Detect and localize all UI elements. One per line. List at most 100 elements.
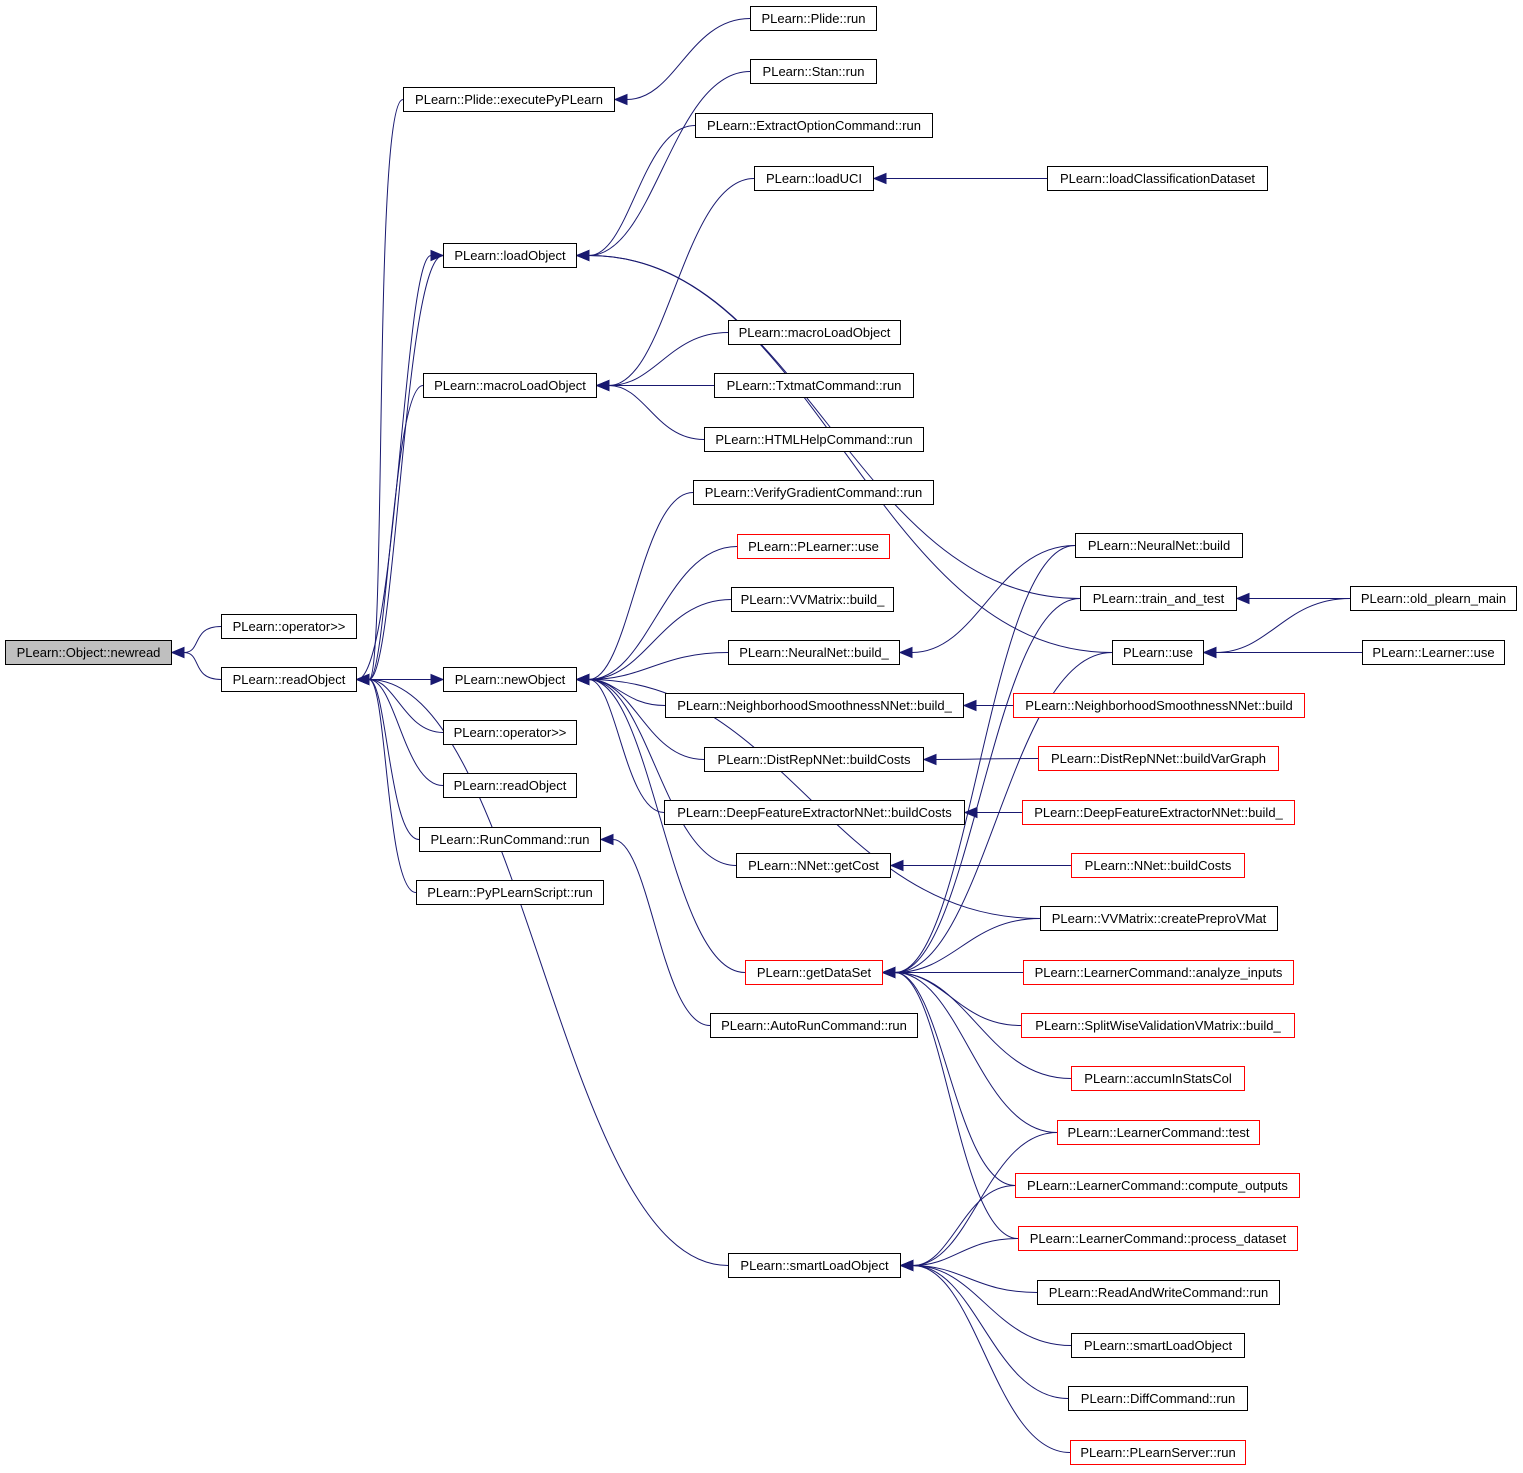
node-splitwise-validation-build[interactable]: PLearn::SplitWiseValidationVMatrix::buil… — [1021, 1013, 1295, 1038]
edge-readObject2-to-readObject — [368, 679, 444, 786]
arrowhead-htmlHelp-to-macroLoad1 — [595, 379, 610, 392]
edge-runCommand-to-readObject — [368, 679, 420, 840]
edge-accumStats-to-getDataSet — [894, 972, 1072, 1079]
edge-processDataset-to-smartLoad — [912, 1238, 1019, 1266]
edge-executePyPLearn-to-readObject — [368, 99, 404, 680]
arrowhead-nnetBuildCosts-to-nnetGetCost — [889, 859, 904, 872]
edge-distRepCosts-to-newObject — [588, 679, 705, 760]
edge-use-to-getDataSet — [894, 652, 1113, 973]
arrowhead-readObject-to-newread — [170, 646, 185, 659]
node-nnet-build-costs[interactable]: PLearn::NNet::buildCosts — [1071, 853, 1245, 878]
arrowhead-neuralBuild-to-neuralBuild_ — [898, 646, 913, 659]
node-read-object[interactable]: PLearn::readObject — [221, 667, 357, 692]
arrowhead-oldMain-to-trainTest — [1235, 592, 1250, 605]
node-read-object-2[interactable]: PLearn::readObject — [443, 773, 577, 798]
edge-plideRun-to-executePyPLearn — [626, 18, 751, 100]
node-train-and-test[interactable]: PLearn::train_and_test — [1080, 586, 1237, 611]
node-plide-run[interactable]: PLearn::Plide::run — [750, 6, 877, 31]
node-accum-in-stats-col[interactable]: PLearn::accumInStatsCol — [1071, 1066, 1245, 1091]
node-operator-shift[interactable]: PLearn::operator>> — [221, 614, 357, 639]
edge-vvBuild-to-newObject — [588, 599, 732, 680]
edge-opshift1-to-newread — [183, 626, 222, 653]
node-object-newread[interactable]: PLearn::Object::newread — [5, 640, 172, 665]
arrowhead-neighBuild-to-neighBuild_ — [962, 699, 977, 712]
node-auto-run-command-run[interactable]: PLearn::AutoRunCommand::run — [710, 1013, 918, 1038]
node-load-object[interactable]: PLearn::loadObject — [443, 243, 577, 268]
node-neuralnet-build[interactable]: PLearn::NeuralNet::build — [1075, 533, 1243, 558]
edge-deepCosts-to-newObject — [588, 679, 665, 813]
edge-oldMain-to-use — [1215, 598, 1351, 653]
node-neighborhood-smoothness-build-underscore[interactable]: PLearn::NeighborhoodSmoothnessNNet::buil… — [665, 693, 964, 718]
arrowhead-readObject-to-loadObject — [430, 249, 445, 262]
edge-serverRun-to-smartLoad — [912, 1265, 1071, 1453]
node-process-dataset[interactable]: PLearn::LearnerCommand::process_dataset — [1018, 1226, 1298, 1251]
node-learner-command-test[interactable]: PLearn::LearnerCommand::test — [1057, 1120, 1260, 1145]
node-get-dataset[interactable]: PLearn::getDataSet — [745, 960, 883, 985]
edge-neuralBuild-to-neuralBuild_ — [911, 545, 1076, 653]
node-compute-outputs[interactable]: PLearn::LearnerCommand::compute_outputs — [1015, 1173, 1300, 1198]
edge-loadObject-to-readObject — [368, 255, 444, 680]
edge-htmlHelp-to-macroLoad1 — [608, 385, 705, 440]
node-distrep-build-costs[interactable]: PLearn::DistRepNNet::buildCosts — [704, 747, 924, 772]
edge-loadUCI-to-macroLoad1 — [608, 178, 755, 386]
node-extract-option-command-run[interactable]: PLearn::ExtractOptionCommand::run — [695, 113, 933, 138]
node-operator-shift-2[interactable]: PLearn::operator>> — [443, 720, 577, 745]
edge-readWrite-to-smartLoad — [912, 1265, 1038, 1293]
node-verify-gradient-command-run[interactable]: PLearn::VerifyGradientCommand::run — [693, 480, 934, 505]
node-deep-feature-build-underscore[interactable]: PLearn::DeepFeatureExtractorNNet::build_ — [1022, 800, 1295, 825]
edge-trainTest-to-getDataSet — [894, 598, 1081, 973]
edge-autoRun-to-runCommand — [612, 839, 711, 1026]
arrowhead-readObject-to-newObject — [430, 673, 445, 686]
node-macro-load-object-caller[interactable]: PLearn::macroLoadObject — [728, 320, 901, 345]
node-old-plearn-main[interactable]: PLearn::old_plearn_main — [1350, 586, 1517, 611]
edge-macroLoad2-to-macroLoad1 — [608, 332, 729, 386]
edge-computeOutputs-to-getDataSet — [894, 972, 1016, 1186]
edge-plearnerUse-to-newObject — [588, 546, 738, 680]
node-txtmat-command-run[interactable]: PLearn::TxtmatCommand::run — [714, 373, 914, 398]
node-stan-run[interactable]: PLearn::Stan::run — [750, 59, 877, 84]
node-analyze-inputs[interactable]: PLearn::LearnerCommand::analyze_inputs — [1023, 960, 1294, 985]
node-diff-command-run[interactable]: PLearn::DiffCommand::run — [1068, 1386, 1248, 1411]
node-plearner-use[interactable]: PLearn::PLearner::use — [737, 534, 890, 559]
node-vvmatrix-build[interactable]: PLearn::VVMatrix::build_ — [731, 587, 894, 612]
node-smart-load-object[interactable]: PLearn::smartLoadObject — [728, 1253, 901, 1278]
edge-getDataSet-to-newObject — [588, 679, 746, 973]
node-read-and-write-command-run[interactable]: PLearn::ReadAndWriteCommand::run — [1037, 1280, 1280, 1305]
node-neighborhood-smoothness-build[interactable]: PLearn::NeighborhoodSmoothnessNNet::buil… — [1013, 693, 1305, 718]
node-deep-feature-build-costs[interactable]: PLearn::DeepFeatureExtractorNNet::buildC… — [664, 800, 965, 825]
node-run-command-run[interactable]: PLearn::RunCommand::run — [419, 827, 601, 852]
edge-learnerTest-to-getDataSet — [894, 972, 1058, 1133]
edge-createPrepro-to-getDataSet — [894, 918, 1041, 973]
arrowhead-autoRun-to-runCommand — [599, 833, 614, 846]
arrowhead-plideRun-to-executePyPLearn — [613, 93, 628, 106]
node-macro-load-object[interactable]: PLearn::macroLoadObject — [423, 373, 597, 398]
node-load-uci[interactable]: PLearn::loadUCI — [754, 166, 874, 191]
node-nnet-get-cost[interactable]: PLearn::NNet::getCost — [736, 853, 891, 878]
edge-neuralBuild-to-getDataSet — [894, 545, 1076, 973]
edge-smartLoad2-to-smartLoad — [912, 1265, 1072, 1346]
edge-createPrepro-to-newObject — [588, 679, 1041, 919]
edge-nnetGetCost-to-newObject — [588, 679, 737, 866]
node-create-prepro-vmat[interactable]: PLearn::VVMatrix::createPreproVMat — [1040, 906, 1278, 931]
arrowhead-use-to-loadObject — [575, 249, 590, 262]
edge-extractOption-to-loadObject — [588, 125, 696, 256]
node-html-help-command-run[interactable]: PLearn::HTMLHelpCommand::run — [704, 427, 924, 452]
node-learner-use[interactable]: PLearn::Learner::use — [1362, 640, 1505, 665]
edge-readObject-to-loadObject — [356, 255, 432, 680]
arrowhead-distRepVar-to-distRepCosts — [922, 753, 937, 766]
node-neuralnet-build-underscore[interactable]: PLearn::NeuralNet::build_ — [728, 640, 900, 665]
edge-opshift2-to-readObject — [368, 679, 444, 733]
node-new-object[interactable]: PLearn::newObject — [443, 667, 577, 692]
node-plide-execute-pyplearn[interactable]: PLearn::Plide::executePyPLearn — [403, 87, 615, 112]
arrowhead-loadClassification-to-loadUCI — [872, 172, 887, 185]
edge-stanRun-to-loadObject — [588, 71, 751, 256]
node-plearn-server-run[interactable]: PLearn::PLearnServer::run — [1070, 1440, 1246, 1465]
node-load-classification-dataset[interactable]: PLearn::loadClassificationDataset — [1047, 166, 1268, 191]
node-distrep-build-var-graph[interactable]: PLearn::DistRepNNet::buildVarGraph — [1038, 746, 1279, 771]
node-smart-load-object-2[interactable]: PLearn::smartLoadObject — [1071, 1333, 1245, 1358]
node-pyplearn-script-run[interactable]: PLearn::PyPLearnScript::run — [416, 880, 604, 905]
node-use[interactable]: PLearn::use — [1112, 640, 1204, 665]
edge-verifyGrad-to-newObject — [588, 492, 694, 680]
